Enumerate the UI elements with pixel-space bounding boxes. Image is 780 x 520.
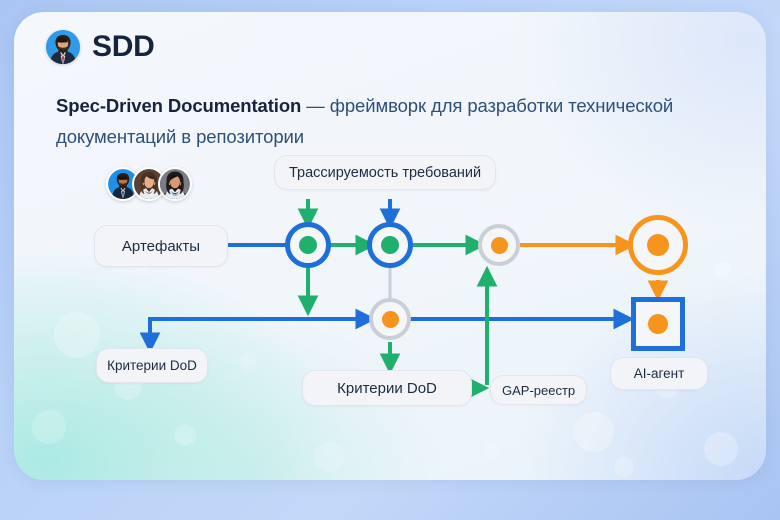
content-card: SDD Spec-Driven Documentation — фреймвор… xyxy=(14,12,766,480)
avatar xyxy=(158,167,192,201)
node-dot xyxy=(648,314,668,334)
node-dot xyxy=(299,236,317,254)
node-dod[interactable] xyxy=(369,298,411,340)
label-artifacts-text: Артефакты xyxy=(121,237,201,255)
node-review[interactable] xyxy=(478,224,520,266)
page-title: SDD xyxy=(92,30,155,63)
label-ai-agent[interactable]: AI-агент xyxy=(610,357,708,390)
user-avatar-icon xyxy=(46,30,80,64)
brand-header: SDD xyxy=(46,30,155,64)
subtitle: Spec-Driven Documentation — фреймворк дл… xyxy=(56,90,696,152)
node-dot xyxy=(381,310,399,328)
label-traceability[interactable]: Трассируемость требований xyxy=(274,155,497,190)
label-traceability-text: Трассируемость требований xyxy=(289,164,482,181)
label-gap-registry-text: GAP-реестр xyxy=(502,382,576,398)
label-dod-mid-text: Критерии DoD xyxy=(337,379,437,397)
label-artifacts[interactable]: Артефакты xyxy=(94,225,228,267)
subtitle-rest: — фреймворк для разработки технической д… xyxy=(56,95,674,147)
node-dot xyxy=(647,234,669,256)
node-spec-1[interactable] xyxy=(285,222,331,268)
node-ai-agent[interactable] xyxy=(631,297,685,351)
node-dot xyxy=(381,236,399,254)
label-ai-agent-text: AI-агент xyxy=(633,366,685,381)
avatar-group xyxy=(106,167,192,201)
node-output[interactable] xyxy=(628,215,688,275)
node-dot xyxy=(490,236,508,254)
node-spec-2[interactable] xyxy=(367,222,413,268)
label-dod-mid[interactable]: Критерии DoD xyxy=(302,370,472,406)
subtitle-strong: Spec-Driven Documentation xyxy=(56,95,302,116)
label-dod-left[interactable]: Критерии DoD xyxy=(96,348,208,383)
avatar xyxy=(106,167,140,201)
avatar xyxy=(132,167,166,201)
label-gap-registry[interactable]: GAP-реестр xyxy=(490,375,588,405)
label-dod-left-text: Критерии DoD xyxy=(107,358,197,373)
